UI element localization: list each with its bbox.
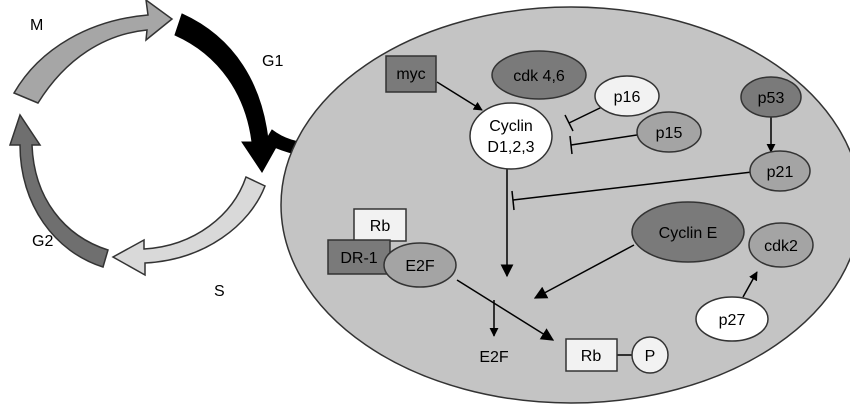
phase-m-arrow <box>12 0 174 104</box>
p16-node <box>594 75 660 117</box>
cdk46-label: cdk 4,6 <box>513 68 565 85</box>
p21-label: p21 <box>767 164 794 181</box>
cyclin-e-label: Cyclin E <box>659 225 718 242</box>
p15-inhibits-cyclin-d <box>570 134 638 146</box>
rb-top-label: Rb <box>370 218 391 235</box>
rb-product-label: Rb <box>581 348 602 365</box>
rb-top-box <box>353 208 407 242</box>
e2f-free-label: E2F <box>479 349 509 366</box>
p15-inhibitor-bar <box>569 135 573 155</box>
phase-m-label: M <box>30 17 43 34</box>
pathway-edges <box>436 81 776 356</box>
cyclin-d-node <box>469 102 553 170</box>
cdk2-node <box>748 222 814 268</box>
dr1-label: DR-1 <box>340 250 377 267</box>
cyclin-e-node <box>631 201 745 263</box>
phase-g2-arrow <box>8 113 109 268</box>
cyclin-d-label-line2: D1,2,3 <box>487 139 534 156</box>
p15-label: p15 <box>656 125 683 142</box>
cyclin-e-to-e2f-arrow <box>533 244 635 299</box>
p27-to-cdk2-arrow <box>742 271 758 298</box>
p16-inhibits-cyclin-d <box>568 106 603 124</box>
phase-s-label: S <box>214 283 225 300</box>
e2f-complex-node <box>383 242 457 288</box>
e2f-complex-label: E2F <box>405 258 435 275</box>
phase-g1-arrow <box>174 13 281 173</box>
phospho-node <box>631 336 669 374</box>
myc-box <box>385 55 437 93</box>
p15-node <box>636 111 702 153</box>
p21-inhibitor-bar <box>511 190 515 211</box>
pathway-nodes <box>327 50 814 374</box>
e2f-release-line <box>456 279 555 341</box>
phase-g1-label: G1 <box>262 53 283 70</box>
phase-s-arrow <box>111 175 266 277</box>
p27-label: p27 <box>719 312 746 329</box>
cyclin-d-label-line1: Cyclin <box>489 118 533 135</box>
p53-node <box>740 76 802 118</box>
p21-inhibits-cyclin-d-path <box>512 171 753 201</box>
phospho-label: P <box>645 348 656 365</box>
cdk46-node <box>491 50 587 100</box>
p16-label: p16 <box>614 89 641 106</box>
dr1-box <box>327 239 391 275</box>
cdk2-label: cdk2 <box>764 238 798 255</box>
phase-g2-label: G2 <box>32 233 53 250</box>
p53-label: p53 <box>758 90 785 107</box>
p16-inhibitor-bar <box>564 114 574 132</box>
p27-node <box>695 296 769 342</box>
rb-product-box <box>565 338 618 372</box>
p21-node <box>749 150 811 192</box>
myc-label: myc <box>396 66 425 83</box>
pathway-labels: myc cdk 4,6 Cyclin D1,2,3 p16 p15 p53 p2… <box>340 66 798 366</box>
myc-to-cyclin-d-arrow <box>436 81 483 111</box>
